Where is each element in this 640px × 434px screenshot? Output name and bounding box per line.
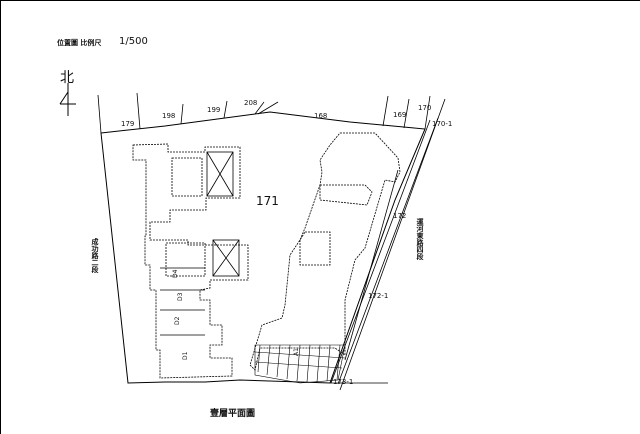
lot-172-1: 172-1 bbox=[368, 292, 388, 300]
header-label: 位置圖 比例尺 bbox=[57, 39, 102, 47]
east-road-edges bbox=[330, 98, 446, 391]
lot-169: 169 bbox=[393, 111, 406, 119]
west-building bbox=[132, 143, 249, 379]
road-west-name: 成功路二段 bbox=[91, 237, 100, 274]
lot-179: 179 bbox=[121, 120, 134, 128]
unit-d1: D1 bbox=[182, 351, 189, 360]
scale-text: 1/500 bbox=[119, 36, 148, 47]
road-east-name: 運河東路四段 bbox=[416, 217, 425, 261]
unit-a1: A1 bbox=[293, 348, 300, 356]
plan-title: 壹層平面圖 bbox=[210, 407, 255, 419]
sheet-left-border bbox=[0, 0, 1, 434]
lot-168: 168 bbox=[314, 112, 327, 120]
sheet-top-border bbox=[0, 0, 640, 1]
unit-d3: D3 bbox=[177, 292, 184, 301]
lot-170-1: 170-1 bbox=[432, 120, 452, 128]
east-building bbox=[249, 132, 401, 371]
lot-171: 171 bbox=[256, 194, 279, 208]
unit-d2: D2 bbox=[174, 316, 181, 325]
north-arrow-icon bbox=[59, 83, 76, 116]
lot-208: 208 bbox=[244, 99, 257, 107]
lot-172: 172 bbox=[393, 212, 406, 220]
lot-199: 199 bbox=[207, 106, 220, 114]
west-building-solid-inner bbox=[160, 151, 240, 336]
east-building-boundary bbox=[344, 169, 399, 361]
east-building-hatched-area bbox=[254, 344, 346, 384]
lot-division-lines bbox=[97, 92, 431, 134]
unit-d4: D4 bbox=[172, 269, 179, 278]
lot-198: 198 bbox=[162, 112, 175, 120]
site-boundary bbox=[100, 111, 426, 384]
lot-173-1: 173-1 bbox=[333, 378, 353, 386]
north-label: 北 bbox=[60, 70, 74, 86]
lot-170: 170 bbox=[418, 104, 431, 112]
